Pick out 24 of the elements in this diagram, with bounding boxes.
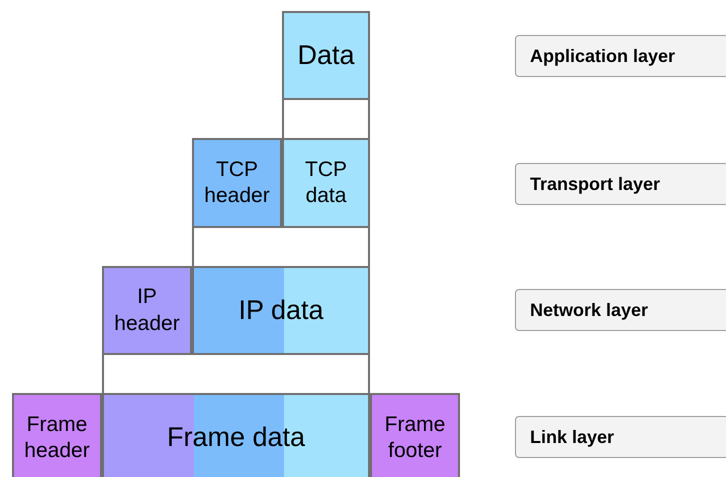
layer-label-box	[515, 163, 726, 205]
layer-name: Transport layer	[530, 172, 660, 196]
block-label: Frame footer	[384, 412, 446, 464]
block-label: IP header	[113, 284, 181, 336]
block-label: Data	[297, 38, 355, 72]
block-label: TCP header	[203, 156, 271, 209]
packet-block	[192, 266, 370, 355]
layer-name: Network layer	[530, 298, 648, 322]
block-label: Frame data	[166, 421, 306, 454]
packet-block	[192, 138, 282, 228]
block-label: IP data	[238, 294, 324, 327]
packet-block	[12, 393, 102, 477]
layer-label-box	[515, 416, 726, 458]
layer-name: Application layer	[530, 44, 676, 68]
layer-label-box	[515, 289, 726, 331]
block-label: TCP data	[304, 156, 348, 209]
layer-label-box	[515, 35, 726, 77]
packet-block	[102, 393, 370, 477]
packet-block	[370, 393, 460, 477]
packet-block	[282, 11, 370, 100]
packet-block	[102, 266, 192, 355]
block-label: Frame header	[23, 412, 91, 464]
packet-block	[282, 138, 370, 228]
layer-name: Link layer	[530, 426, 614, 448]
